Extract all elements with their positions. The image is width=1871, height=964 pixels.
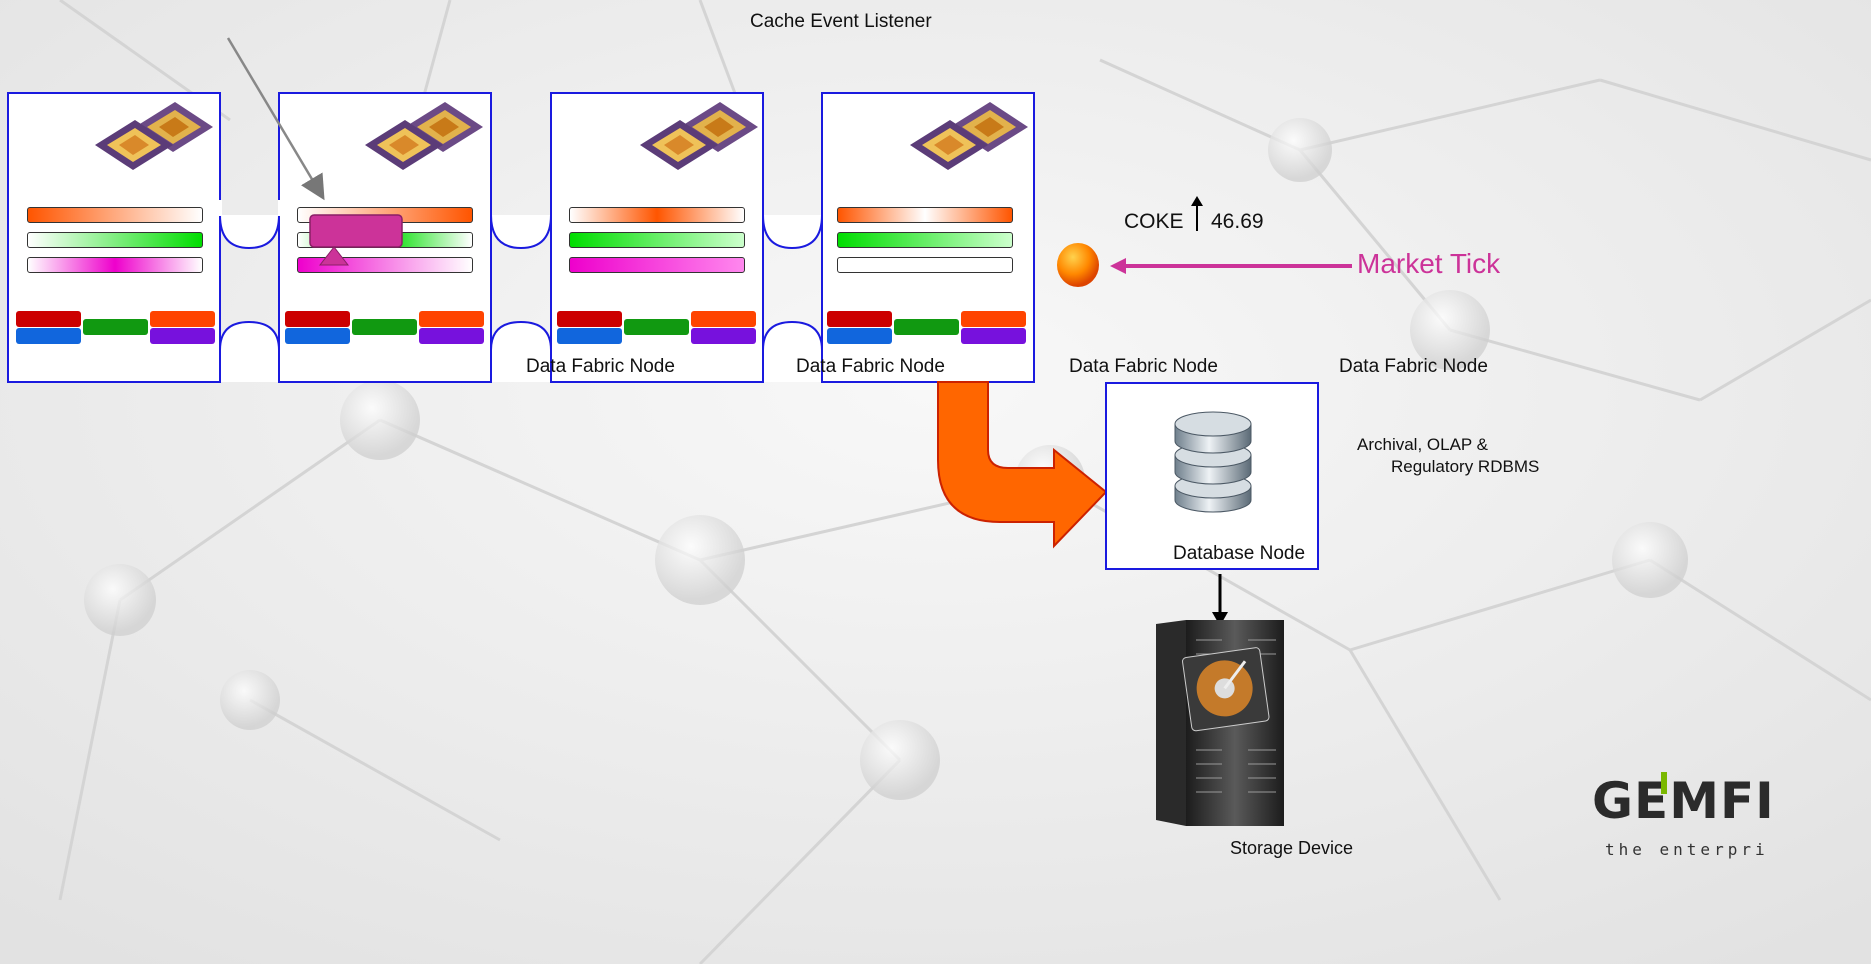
block-green <box>352 319 417 335</box>
block-blue <box>16 328 81 344</box>
block-orange <box>419 311 484 327</box>
persist-arrow <box>937 381 1108 549</box>
block-green <box>624 319 689 335</box>
region-bar-orange <box>569 207 745 223</box>
processor-chips-icon <box>640 102 758 170</box>
block-blue <box>827 328 892 344</box>
logo-text: GEMFI <box>1592 772 1775 830</box>
block-red <box>827 311 892 327</box>
region-bar-magenta <box>27 257 203 273</box>
event-listener-icon <box>309 214 403 266</box>
database-node: Database Node <box>1105 382 1319 570</box>
region-bar-magenta <box>569 257 745 273</box>
block-blue <box>285 328 350 344</box>
block-green <box>894 319 959 335</box>
up-arrow-icon <box>1191 196 1203 231</box>
region-bar-green <box>569 232 745 248</box>
region-bar-green <box>27 232 203 248</box>
rdbms-label-line2: Regulatory RDBMS <box>1391 457 1540 476</box>
logo-accent <box>1661 772 1667 794</box>
rdbms-label-line1: Archival, OLAP & <box>1357 435 1489 454</box>
region-bar-orange <box>837 207 1013 223</box>
processor-chips-icon <box>910 102 1028 170</box>
database-node-label: Database Node <box>1173 543 1306 564</box>
market-tick-label: Market Tick <box>1357 248 1501 279</box>
ticker-value: 46.69 <box>1211 210 1264 233</box>
block-orange <box>150 311 215 327</box>
node-label: Data Fabric Node <box>1069 356 1218 377</box>
block-red <box>285 311 350 327</box>
processor-chips-icon <box>95 102 213 170</box>
database-icon <box>1174 411 1252 513</box>
ticker-symbol: COKE <box>1124 210 1184 233</box>
storage-arrow <box>1212 574 1228 626</box>
block-purple <box>150 328 215 344</box>
market-tick-arrow <box>1110 258 1352 274</box>
processor-chips-icon <box>365 102 483 170</box>
block-blue <box>557 328 622 344</box>
region-bar-green <box>837 232 1013 248</box>
storage-device-label: Storage Device <box>1230 838 1354 858</box>
block-red <box>557 311 622 327</box>
node-label: Data Fabric Node <box>526 356 675 377</box>
block-orange <box>691 311 756 327</box>
node-label: Data Fabric Node <box>1339 356 1488 377</box>
cache-event-listener-label: Cache Event Listener <box>750 11 932 32</box>
logo-tagline: the enterpri <box>1605 840 1769 859</box>
storage-device-icon <box>1156 620 1284 826</box>
block-purple <box>419 328 484 344</box>
block-purple <box>691 328 756 344</box>
region-bar-empty <box>837 257 1013 273</box>
region-bar-orange <box>27 207 203 223</box>
block-orange <box>961 311 1026 327</box>
block-red <box>16 311 81 327</box>
node-label: Data Fabric Node <box>796 356 945 377</box>
market-tick-ball-icon <box>1057 243 1099 287</box>
block-purple <box>961 328 1026 344</box>
block-green <box>83 319 148 335</box>
